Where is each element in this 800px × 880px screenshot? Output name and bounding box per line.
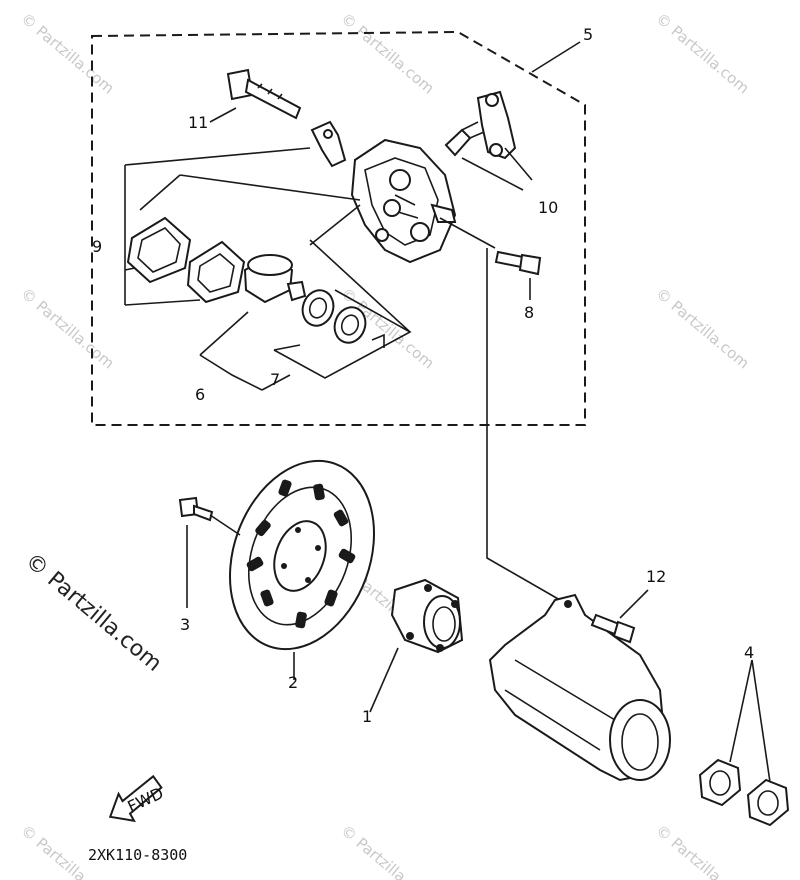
leader-6-7 [199, 239, 412, 391]
centerline [486, 248, 561, 601]
caliper-bracket-housing [488, 593, 671, 782]
callout-12: 12 [646, 567, 666, 586]
callout-11: 11 [188, 113, 208, 132]
bolt-11 [209, 68, 302, 123]
callout-4: 4 [744, 643, 754, 662]
bolt-12 [590, 589, 649, 644]
hub-1 [369, 578, 464, 713]
watermark-text: © Partzilla.com [337, 821, 437, 880]
pad-clip-hole [323, 129, 333, 139]
watermark-text: © Partzilla.com [652, 821, 752, 880]
brake-pads-9 [124, 147, 361, 306]
leader-caliper [309, 204, 361, 246]
caliper-bracket-10 [444, 90, 533, 191]
callout-3: 3 [180, 615, 190, 634]
brake-disc-2 [229, 459, 375, 680]
callout-2: 2 [288, 673, 298, 692]
watermark-text: © Partzilla.com [652, 284, 752, 372]
watermark-text: © Partzilla.com [337, 9, 437, 97]
watermark-text: © Partzilla.com [17, 284, 117, 372]
callout-9: 9 [92, 237, 102, 256]
callout-6: 6 [195, 385, 205, 404]
callout-1: 1 [362, 707, 372, 726]
lock-nuts-4 [698, 659, 790, 827]
callout-10: 10 [538, 198, 558, 217]
watermark-text: © Partzilla.com [17, 9, 117, 97]
drawing-code: 2XK110-8300 [88, 846, 187, 864]
callout-8: 8 [524, 303, 534, 322]
leader-5 [531, 41, 581, 73]
bolt-3 [178, 496, 241, 608]
caliper-assembly-box [91, 30, 586, 426]
callout-5: 5 [583, 25, 593, 44]
callout-labels: 1 2 3 4 5 6 7 8 9 10 11 12 [92, 25, 754, 726]
bolt-8 [439, 217, 542, 300]
watermark-text: © Partzilla.com [652, 9, 752, 97]
fwd-arrow: FWD [108, 774, 166, 823]
watermark-text-main: © Partzilla.com [20, 548, 166, 676]
fwd-label: FWD [124, 783, 166, 816]
piston-seals-7 [301, 289, 385, 348]
piston-6 [243, 254, 307, 304]
caliper-body [350, 138, 457, 264]
callout-7: 7 [270, 370, 280, 389]
pad-clip [310, 120, 347, 168]
